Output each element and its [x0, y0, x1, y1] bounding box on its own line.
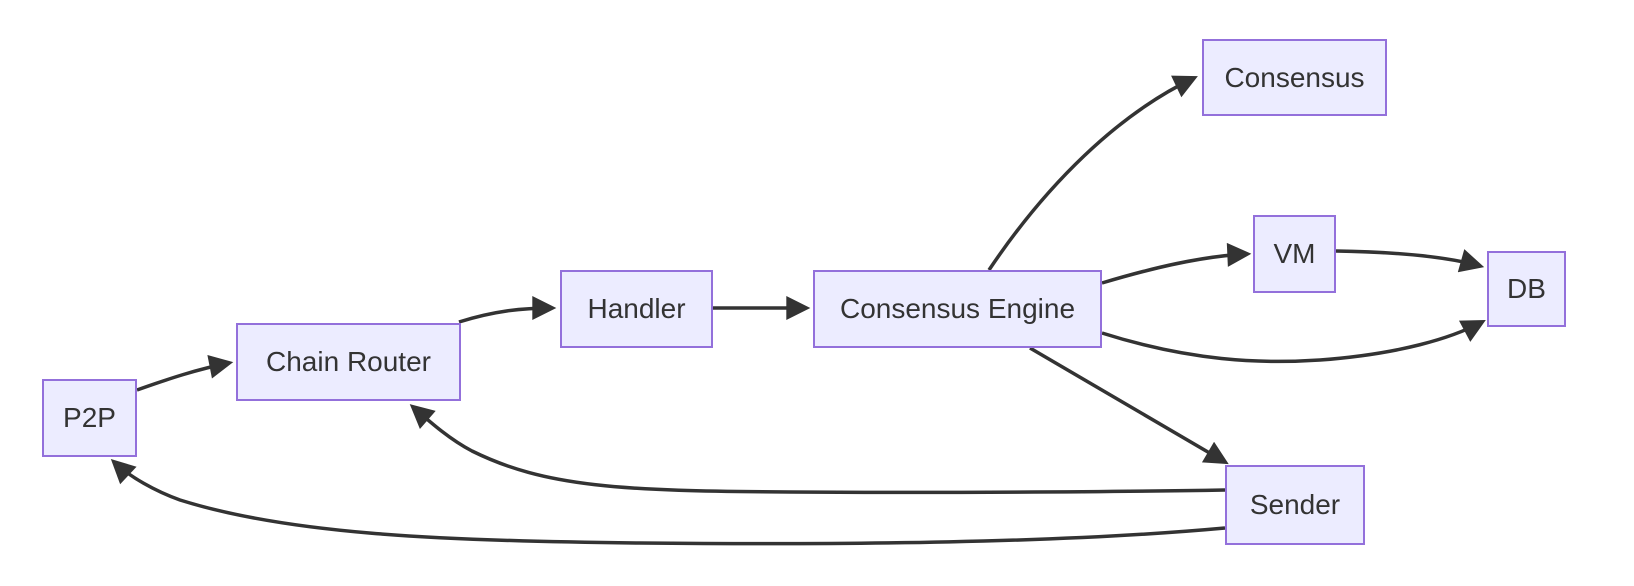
node-db: DB [1487, 251, 1566, 327]
node-label-chain-router: Chain Router [266, 346, 431, 377]
node-consensus-engine: Consensus Engine [813, 270, 1102, 348]
edge-consensus-engine-to-vm [1101, 242, 1252, 285]
node-handler: Handler [560, 270, 713, 348]
node-label-db: DB [1507, 273, 1546, 304]
edge-p2p-to-chain-router [136, 354, 234, 392]
edge-consensus-engine-to-db [1101, 319, 1486, 364]
node-label-p2p: P2P [63, 402, 116, 433]
node-consensus: Consensus [1202, 39, 1387, 116]
node-label-consensus: Consensus [1224, 61, 1365, 93]
node-label-vm: VM [1273, 238, 1316, 269]
edge-consensus-engine-to-sender [1029, 346, 1229, 465]
edge-chain-router-to-handler [458, 296, 557, 324]
edge-sender-to-chain-router [409, 404, 1226, 495]
node-sender: Sender [1225, 465, 1365, 545]
edge-consensus-engine-to-consensus [987, 75, 1198, 271]
node-label-handler: Handler [587, 293, 686, 324]
node-vm: VM [1253, 215, 1336, 293]
node-label-consensus-engine: Consensus Engine [839, 293, 1076, 324]
edge-sender-to-p2p [110, 459, 1226, 546]
node-label-sender: Sender [1249, 489, 1341, 520]
node-p2p: P2P [42, 379, 137, 457]
node-chain-router: Chain Router [236, 323, 461, 401]
edge-vm-to-db [1335, 249, 1485, 273]
